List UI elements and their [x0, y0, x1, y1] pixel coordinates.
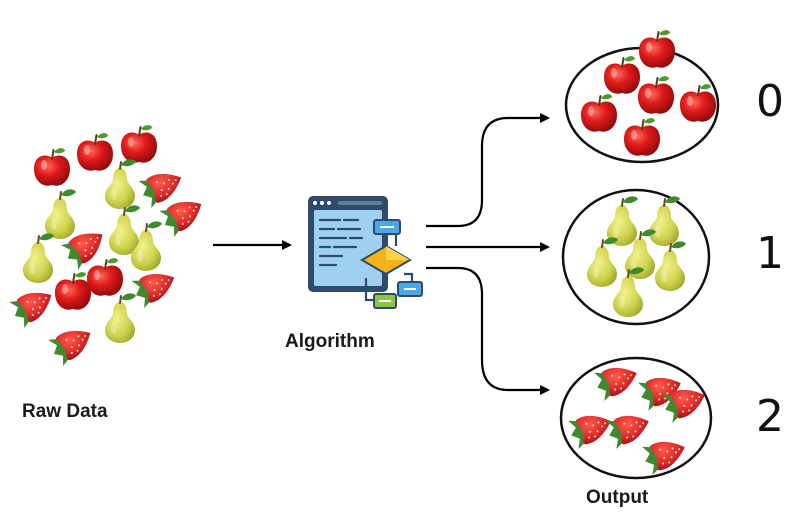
algorithm-label: Algorithm [285, 331, 375, 352]
algorithm-flowchart-icon [308, 196, 423, 309]
class-1-label: 1 [756, 228, 784, 279]
output-label: Output [586, 487, 649, 508]
mixed-fruit-icon [7, 124, 209, 367]
class-0-label: 0 [756, 76, 784, 127]
raw-data-label: Raw Data [22, 401, 108, 422]
arrow-to-class-0 [426, 113, 550, 228]
output-group-apples [564, 29, 720, 164]
output-group-pears [561, 188, 711, 326]
class-2-label: 2 [756, 391, 784, 442]
output-group-strawberries [559, 356, 713, 480]
arrow-to-class-2 [426, 266, 550, 395]
